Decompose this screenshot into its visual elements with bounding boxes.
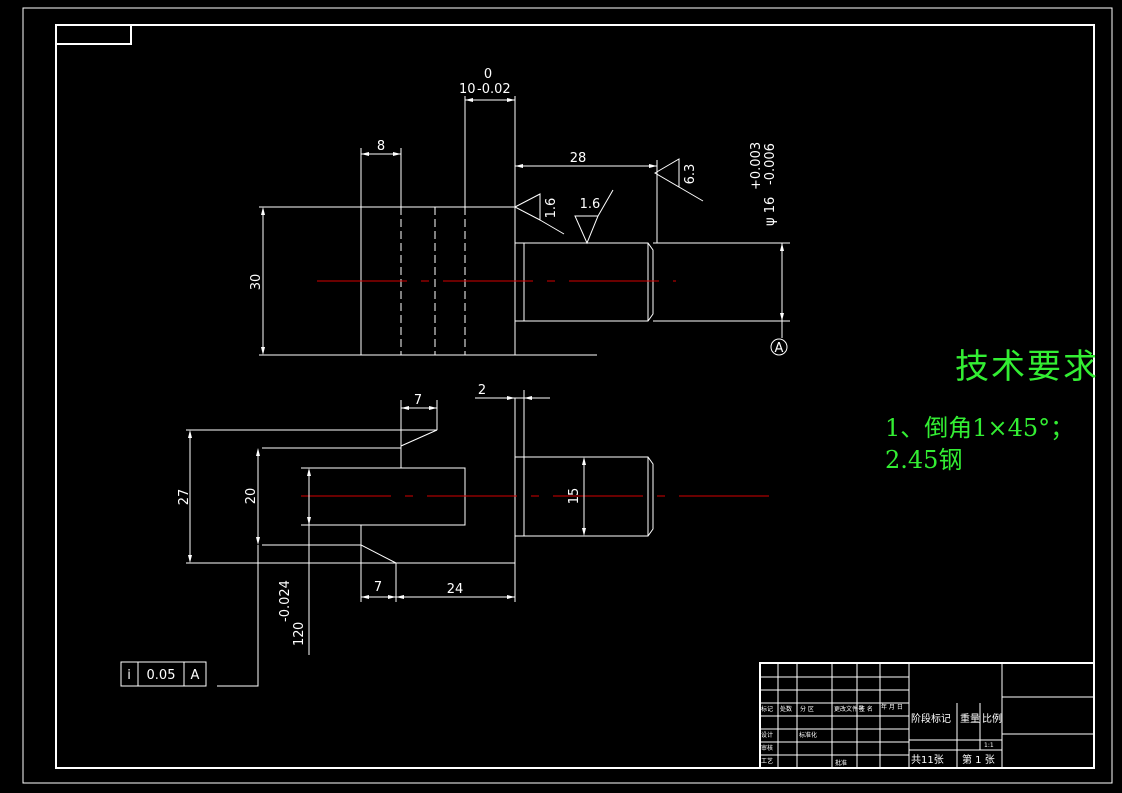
tb-biaoji: 标记	[761, 705, 773, 713]
tb-chushu: 处数	[780, 705, 792, 713]
tolerance-value: 0.05	[147, 668, 176, 683]
dim-15: 15	[567, 488, 582, 505]
tech-req-item-2: 2.45钢	[885, 446, 962, 474]
dim-7-top: 7	[414, 393, 422, 408]
tb-qianming: 签 名	[859, 705, 873, 713]
dim-phi16-tol-lower: -0.006	[763, 143, 778, 185]
tb-gengai: 更改文件号	[834, 705, 864, 713]
dim-phi16-tol-upper: +0.003	[749, 142, 764, 190]
tb-sheet-no: 第 1 张	[962, 753, 995, 766]
tech-req-title: 技术要求	[955, 347, 1099, 387]
roughness-3-symbol	[654, 158, 704, 202]
tb-jieduan: 阶段标记	[911, 712, 951, 725]
dim-24: 24	[447, 582, 464, 597]
tb-sheji: 设计	[761, 731, 773, 739]
tb-bili-value: 1:1	[984, 742, 994, 749]
dim-10-tol-lower: -0.02	[477, 82, 511, 97]
dim-2: 2	[478, 383, 486, 398]
outer-frame	[22, 7, 1113, 784]
dim-7-bottom: 7	[374, 580, 382, 595]
tb-zhongliang: 重量	[960, 712, 980, 725]
top-view: 30 8 0 10 -0.02 28 1.6 1.6 6.3 A ψ 16 -0…	[249, 67, 790, 356]
tb-biaozhunhua: 标准化	[799, 731, 817, 739]
dim-12: 12	[292, 629, 307, 646]
roughness-2-symbol	[574, 189, 614, 245]
tech-req-item-1: 1、倒角1×45°；	[885, 414, 1074, 442]
tb-shenhe: 审核	[761, 744, 773, 752]
tolerance-frame	[120, 661, 207, 687]
roughness-3: 6.3	[683, 164, 698, 185]
tb-bili: 比例	[982, 712, 1002, 725]
tb-pizhun: 批准	[835, 759, 847, 767]
tb-gongyi: 工艺	[761, 757, 773, 765]
title-block	[759, 662, 1095, 769]
dim-phi16: ψ 16	[763, 197, 778, 226]
dim-10-tol-upper: 0	[484, 67, 492, 82]
dim-30: 30	[249, 274, 264, 291]
roughness-2: 1.6	[580, 197, 601, 212]
datum-a-circle	[770, 338, 788, 356]
inner-frame	[55, 24, 1095, 769]
bottom-shaft	[515, 456, 654, 537]
dim-20: 20	[244, 488, 259, 505]
roughness-1-symbol	[513, 193, 565, 235]
dim-12-tol-upper: -0.024	[278, 580, 293, 622]
tolerance-symbol: i	[127, 668, 131, 683]
roughness-1: 1.6	[544, 198, 559, 219]
tb-fenqu: 分 区	[800, 705, 814, 713]
dim-27: 27	[177, 489, 192, 506]
dim-12-tol-lower: 0	[292, 622, 307, 630]
dim-10: 10	[459, 82, 476, 97]
bottom-view: 27 20 12 0 -0.024 15 7 2 7 24	[120, 383, 778, 687]
corner-box	[56, 25, 132, 45]
dim-8: 8	[377, 139, 385, 154]
tb-total-sheets: 共11张	[911, 754, 944, 766]
tb-nianyueri: 年 月 日	[881, 703, 903, 711]
top-shaft	[515, 242, 654, 322]
datum-label: A	[775, 341, 784, 356]
tolerance-datum: A	[191, 668, 200, 683]
dim-28: 28	[570, 151, 587, 166]
